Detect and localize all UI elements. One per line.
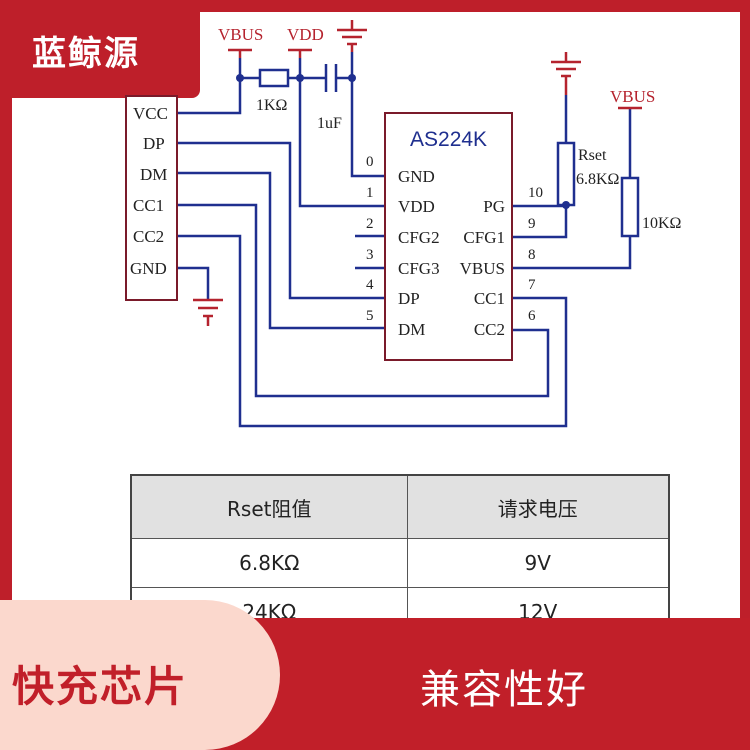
- footer-right-text: 兼容性好: [420, 667, 588, 713]
- chip-pin-num-3: 3: [366, 247, 374, 263]
- ground-symbol-connector: [193, 298, 223, 326]
- ground-symbol-top: [337, 20, 367, 52]
- conn-pin-gnd: GND: [130, 259, 167, 278]
- conn-pin-dp: DP: [143, 134, 165, 153]
- table-header-row: Rset阻值 请求电压: [130, 474, 670, 539]
- connector-pin-labels: VCC DP DM CC1 CC2 GND: [130, 104, 168, 278]
- component-labels: 1KΩ 1uF Rset 6.8KΩ 10KΩ: [256, 97, 682, 232]
- right-frame-bar: [740, 0, 750, 750]
- rset-cell: 6.8KΩ: [130, 538, 408, 588]
- chip-left-pin-names: GND VDD CFG2 CFG3 DP DM: [398, 167, 440, 339]
- chip-pin-cfg2: CFG2: [398, 228, 440, 247]
- wires: [177, 52, 632, 428]
- chip-block: [384, 112, 513, 361]
- chip-pin-num-8: 8: [528, 247, 536, 263]
- rset-name-label: Rset: [578, 147, 607, 164]
- cap-label: 1uF: [317, 115, 342, 132]
- chip-pin-vbus: VBUS: [460, 259, 505, 278]
- chip-pin-pg: PG: [483, 197, 505, 216]
- footer-left-text: 快充芯片: [12, 662, 189, 711]
- resistor-rset: [556, 141, 576, 207]
- r-pullup-label: 10KΩ: [642, 215, 682, 232]
- chip-right-pin-numbers: 10 9 8 7 6: [528, 185, 543, 324]
- conn-pin-cc2: CC2: [133, 227, 164, 246]
- header-rset: Rset阻值: [130, 474, 408, 539]
- conn-pin-cc1: CC1: [133, 196, 164, 215]
- chip-pin-num-2: 2: [366, 216, 374, 232]
- chip-pin-cc1: CC1: [474, 289, 505, 308]
- capacitor-1uf: [324, 64, 338, 92]
- power-labels: VBUS VDD VBUS: [218, 25, 655, 106]
- conn-pin-vcc: VCC: [133, 104, 168, 123]
- table-row: 6.8KΩ 9V: [130, 538, 670, 588]
- chip-pin-num-6: 6: [528, 308, 536, 324]
- chip-pin-cfg3: CFG3: [398, 259, 440, 278]
- brand-badge: 蓝鲸源: [0, 0, 200, 98]
- resistor-1k: [258, 68, 290, 88]
- chip-pin-dm: DM: [398, 320, 425, 339]
- rset-value-label: 6.8KΩ: [576, 171, 620, 188]
- chip-pin-cfg1: CFG1: [463, 228, 505, 247]
- chip-right-pin-names: PG CFG1 VBUS CC1 CC2: [460, 197, 505, 339]
- header-voltage: 请求电压: [406, 474, 670, 539]
- power-bars: [228, 48, 642, 110]
- ground-symbol-rset: [551, 52, 581, 95]
- chip-pin-gnd: GND: [398, 167, 435, 186]
- voltage-cell: 9V: [406, 538, 670, 588]
- chip-pin-num-0: 0: [366, 154, 374, 170]
- r1-label: 1KΩ: [256, 97, 288, 114]
- circuit-schematic: VBUS VDD VBUS 1KΩ 1uF Rset 6.8KΩ 10KΩ VC…: [125, 20, 682, 428]
- usb-connector-block: [125, 95, 178, 301]
- resistor-10k: [620, 176, 640, 238]
- chip-pin-num-10: 10: [528, 185, 543, 201]
- left-frame-bar: [0, 0, 12, 750]
- chip-pin-num-9: 9: [528, 216, 536, 232]
- vdd-label: VDD: [287, 25, 324, 44]
- chip-name: AS224K: [410, 128, 487, 151]
- chip-pin-num-1: 1: [366, 185, 374, 201]
- footer-pill: [0, 600, 280, 750]
- junction-dots: [236, 74, 570, 209]
- chip-pin-vdd: VDD: [398, 197, 435, 216]
- chip-left-pin-numbers: 0 1 2 3 4 5: [366, 154, 374, 324]
- brand-name: 蓝鲸源: [32, 34, 140, 74]
- chip-pin-num-5: 5: [366, 308, 374, 324]
- chip-pin-cc2: CC2: [474, 320, 505, 339]
- vbus-left-label: VBUS: [218, 25, 263, 44]
- conn-pin-dm: DM: [140, 165, 167, 184]
- chip-pin-num-7: 7: [528, 277, 536, 293]
- chip-pin-num-4: 4: [366, 277, 374, 293]
- vbus-right-label: VBUS: [610, 87, 655, 106]
- chip-pin-dp: DP: [398, 289, 420, 308]
